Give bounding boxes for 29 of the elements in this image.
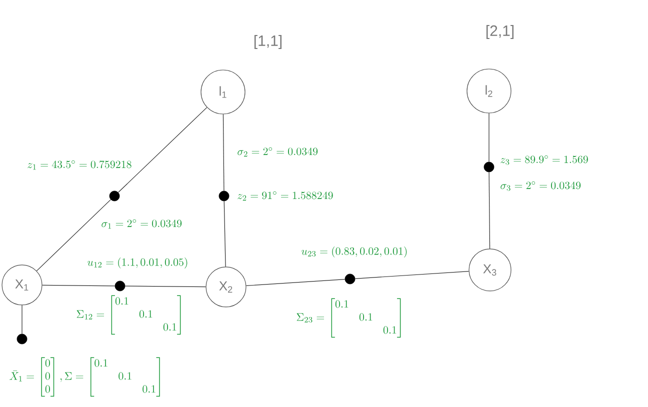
coordinate-label: [2,1] xyxy=(486,25,514,39)
connector-line xyxy=(246,279,346,286)
connector-line xyxy=(224,200,226,267)
factor-dot xyxy=(109,190,120,202)
connector-line xyxy=(488,113,490,162)
formula: $\sigma_2 = 2^\circ = 0.0349$ xyxy=(238,147,318,157)
factor-dot xyxy=(114,280,126,292)
connector-line xyxy=(42,284,116,286)
connector-line xyxy=(124,286,206,288)
formula: $\sigma_1 = 2^\circ = 0.0349$ xyxy=(102,219,182,229)
factor-dot xyxy=(344,274,356,284)
formula: $\Sigma_{12} = \begin{bmatrix}0.1 & & \\ & 0.1 & \\ & & 0.1\end{bmatrix}$ xyxy=(76,295,181,335)
formula: $\bar{X}_1 = \begin{bmatrix}0\\0\\0\end{bmatrix}, \Sigma = \begin{bmatrix}0.1 & & \\ & 0.1 & \\ & & 0.1\end{bmatrix}$ xyxy=(10,357,160,397)
formula: $u_{12} = (1.1, 0.01, 0.05)$ xyxy=(88,258,188,268)
formula: $z_2 = 91^\circ = 1.588249$ xyxy=(238,191,333,201)
formula: $\Sigma_{23} = \begin{bmatrix}0.1 & & \\ & 0.1 & \\ & & 0.1\end{bmatrix}$ xyxy=(296,298,401,338)
formula: $z_3 = 89.9^\circ = 1.569$ xyxy=(500,155,588,165)
formula: $z_1 = 43.5^\circ = 0.759218$ xyxy=(28,160,132,170)
formula: $\sigma_3 = 2^\circ = 0.0349$ xyxy=(500,181,581,191)
formula: $u_{23} = (0.83, 0.02, 0.01)$ xyxy=(302,246,407,258)
factor-dot xyxy=(484,162,494,172)
connector-line xyxy=(354,271,470,279)
connector-line xyxy=(488,172,490,249)
coordinate-label: [1,1] xyxy=(254,35,282,49)
factor-dot xyxy=(16,334,28,344)
connector-line xyxy=(118,107,208,193)
connector-line xyxy=(222,114,224,192)
factor-dot xyxy=(218,190,230,202)
connector-line xyxy=(36,199,112,272)
